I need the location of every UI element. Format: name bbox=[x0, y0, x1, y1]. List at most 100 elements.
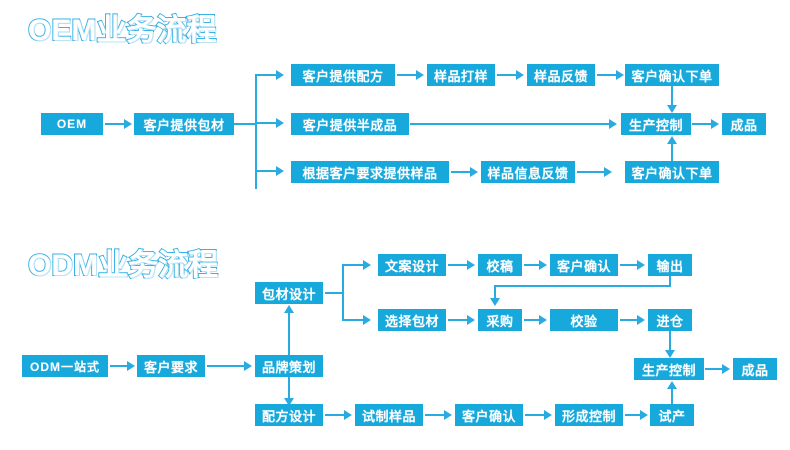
arrowhead-down bbox=[665, 350, 675, 358]
section-title-odm: ODM业务流程 bbox=[27, 249, 219, 282]
connector-oem-branch2 bbox=[255, 122, 277, 124]
connector bbox=[397, 74, 417, 76]
connector bbox=[525, 414, 545, 416]
connector bbox=[577, 171, 605, 173]
section-title-oem: OEM业务流程 bbox=[27, 14, 217, 47]
odm-mid-step2[interactable]: 采购 bbox=[478, 309, 522, 331]
connector-oem-r2-long bbox=[410, 123, 610, 125]
oem-r1-step2[interactable]: 样品打样 bbox=[427, 64, 495, 86]
oem-converge-box[interactable]: 生产控制 bbox=[621, 113, 691, 135]
arrowhead-right bbox=[363, 315, 371, 325]
arrowhead-right bbox=[640, 410, 648, 420]
connector bbox=[207, 365, 245, 367]
arrowhead-right bbox=[124, 119, 132, 129]
odm-top-step2[interactable]: 校稿 bbox=[478, 254, 522, 276]
odm-bot-step2[interactable]: 试制样品 bbox=[355, 404, 423, 426]
connector-odm-out-left bbox=[494, 285, 671, 287]
arrowhead-right bbox=[363, 260, 371, 270]
connector-oem-r3-up bbox=[671, 143, 673, 161]
connector-oem-trunk bbox=[234, 123, 256, 125]
arrowhead-down bbox=[490, 298, 500, 306]
connector bbox=[620, 319, 638, 321]
connector bbox=[620, 264, 638, 266]
oem-r1-step3[interactable]: 样品反馈 bbox=[527, 64, 595, 86]
arrowhead-right bbox=[276, 118, 284, 128]
arrowhead-right bbox=[604, 167, 612, 177]
arrowhead-right bbox=[637, 315, 645, 325]
arrowhead-right bbox=[609, 119, 617, 129]
arrowhead-right bbox=[467, 260, 475, 270]
odm-stage2-box[interactable]: 客户要求 bbox=[137, 355, 205, 377]
arrowhead-right bbox=[127, 361, 135, 371]
odm-top-step3[interactable]: 客户确认 bbox=[550, 254, 618, 276]
connector-odm-up bbox=[288, 312, 290, 355]
arrowhead-right bbox=[544, 410, 552, 420]
odm-bot-step1[interactable]: 配方设计 bbox=[255, 404, 323, 426]
arrowhead-right bbox=[344, 410, 352, 420]
arrowhead-up bbox=[284, 305, 294, 313]
connector-odm-down bbox=[288, 377, 290, 399]
odm-top-step1[interactable]: 文案设计 bbox=[378, 254, 446, 276]
odm-stage3-box[interactable]: 品牌策划 bbox=[255, 355, 323, 377]
arrowhead-down bbox=[667, 105, 677, 113]
odm-bot-step3[interactable]: 客户确认 bbox=[455, 404, 523, 426]
connector bbox=[110, 365, 128, 367]
connector bbox=[625, 414, 641, 416]
arrowhead-up bbox=[667, 381, 677, 389]
odm-bot-step5[interactable]: 试产 bbox=[650, 404, 694, 426]
arrowhead-right bbox=[416, 70, 424, 80]
connector bbox=[448, 319, 468, 321]
connector-oem-branch1 bbox=[255, 74, 277, 76]
oem-r1-step4[interactable]: 客户确认下单 bbox=[625, 64, 719, 86]
odm-mid-step3[interactable]: 校验 bbox=[550, 309, 618, 331]
connector-odm-split-bottom bbox=[342, 319, 364, 321]
connector-odm-out-down bbox=[669, 276, 671, 286]
arrowhead-right bbox=[539, 315, 547, 325]
oem-r3-step2[interactable]: 样品信息反馈 bbox=[481, 161, 575, 183]
connector bbox=[451, 171, 471, 173]
connector-odm-split-top bbox=[342, 264, 364, 266]
oem-r3-step3[interactable]: 客户确认下单 bbox=[625, 161, 719, 183]
arrowhead-right bbox=[539, 260, 547, 270]
arrowhead-right bbox=[616, 70, 624, 80]
arrowhead-right bbox=[722, 364, 730, 374]
oem-start-box[interactable]: OEM bbox=[41, 113, 103, 135]
connector bbox=[425, 414, 445, 416]
arrowhead-right bbox=[276, 166, 284, 176]
connector-odm-split-spine bbox=[342, 265, 344, 321]
odm-bot-step4[interactable]: 形成控制 bbox=[555, 404, 623, 426]
odm-output-box[interactable]: 成品 bbox=[733, 358, 777, 380]
arrowhead-right bbox=[276, 70, 284, 80]
odm-start-box[interactable]: ODM一站式 bbox=[22, 355, 108, 377]
oem-r2-step1[interactable]: 客户提供半成品 bbox=[291, 113, 409, 135]
arrowhead-right bbox=[444, 410, 452, 420]
odm-top-step4[interactable]: 输出 bbox=[648, 254, 692, 276]
arrowhead-right bbox=[711, 119, 719, 129]
connector-odm-trial-up bbox=[671, 388, 673, 404]
connector-odm-warehouse-down bbox=[669, 331, 671, 351]
connector-odm-split bbox=[325, 292, 343, 294]
oem-r3-step1[interactable]: 根据客户要求提供样品 bbox=[291, 161, 449, 183]
connector bbox=[692, 123, 712, 125]
connector bbox=[497, 74, 517, 76]
oem-output-box[interactable]: 成品 bbox=[722, 113, 766, 135]
arrowhead-right bbox=[516, 70, 524, 80]
connector bbox=[597, 74, 617, 76]
connector-oem-spine bbox=[255, 75, 257, 189]
arrowhead-right bbox=[244, 361, 252, 371]
oem-stage2-box[interactable]: 客户提供包材 bbox=[134, 113, 234, 135]
odm-mid-step4[interactable]: 进仓 bbox=[648, 309, 692, 331]
connector bbox=[524, 264, 540, 266]
oem-r1-step1[interactable]: 客户提供配方 bbox=[291, 64, 395, 86]
arrowhead-right bbox=[467, 315, 475, 325]
connector-oem-start bbox=[105, 123, 125, 125]
connector-odm-out-down2 bbox=[494, 285, 496, 299]
connector bbox=[524, 319, 540, 321]
connector bbox=[325, 414, 345, 416]
connector bbox=[705, 368, 723, 370]
odm-converge-box[interactable]: 生产控制 bbox=[634, 358, 704, 380]
connector-oem-branch3 bbox=[255, 170, 277, 172]
odm-mid-step1[interactable]: 选择包材 bbox=[378, 309, 446, 331]
odm-packaging-design-box[interactable]: 包材设计 bbox=[255, 282, 323, 304]
